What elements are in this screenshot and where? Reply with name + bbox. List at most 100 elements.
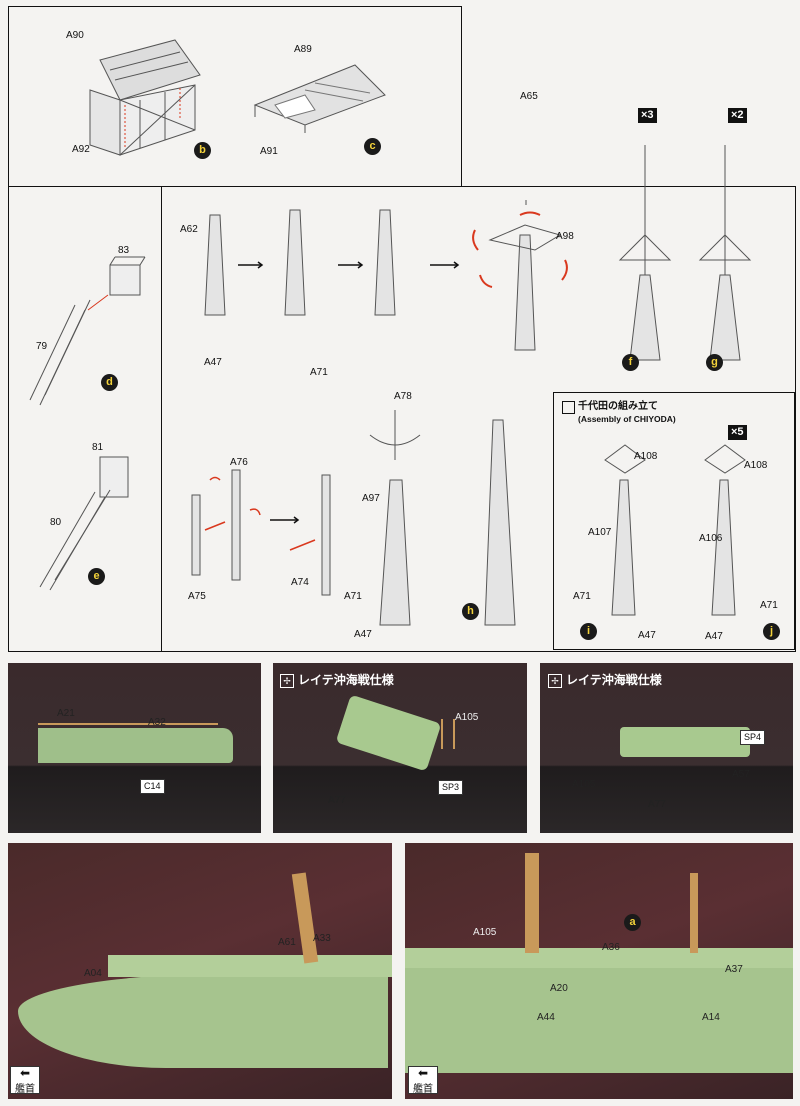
photo-sp4 — [540, 663, 793, 833]
sp4-model — [620, 727, 750, 757]
sp3-model — [335, 694, 442, 772]
step-i-badge: i — [580, 623, 597, 640]
chiyoda-header-icon — [562, 401, 575, 414]
label-a108-j: A108 — [744, 460, 768, 471]
photo3-label-a57: A57 — [732, 769, 750, 780]
deck-railing — [38, 723, 218, 731]
platform-b-drawing — [89, 39, 201, 156]
photo5-label-a44: A44 — [537, 1012, 555, 1023]
photo2-header: ✢ レイテ沖海戦仕様 — [280, 673, 394, 688]
label-a62: A62 — [180, 224, 198, 235]
bow-direction-left: ⬅ 艦首 — [10, 1066, 40, 1095]
label-a90: A90 — [66, 30, 84, 41]
mast-left — [291, 872, 319, 964]
hull-left — [18, 973, 388, 1068]
mast-right-1 — [525, 853, 539, 953]
photo-sp3 — [273, 663, 527, 833]
photo2-header-icon: ✢ — [280, 673, 294, 688]
mast-sequence-drawing — [204, 145, 752, 361]
label-a71-j: A71 — [760, 600, 778, 611]
label-a78: A78 — [394, 391, 412, 402]
platform-c-drawing — [253, 64, 386, 133]
photo5-label-a105: A105 — [473, 927, 497, 938]
flight-deck-left — [108, 955, 392, 977]
arrow-left-icon: ⬅ — [19, 1066, 31, 1080]
photo3-header-text: レイテ沖海戦仕様 — [566, 673, 662, 687]
photo5-label-a37: A37 — [725, 964, 743, 975]
label-80: 80 — [50, 517, 62, 528]
chiyoda-header-en: (Assembly of CHIYODA) — [578, 414, 676, 424]
bow-direction-right: ⬅ 艦首 — [408, 1066, 438, 1095]
step-f-badge: f — [622, 354, 639, 371]
photo4-label-a61: A61 — [278, 937, 296, 948]
photo-bow-left — [8, 843, 392, 1099]
photo1-label-a21: A21 — [57, 708, 75, 719]
photo2-header-text: レイテ沖海戦仕様 — [298, 673, 394, 687]
photo2-tag-sp3: SP3 — [438, 780, 464, 795]
label-a91: A91 — [260, 146, 278, 157]
label-83: 83 — [118, 245, 130, 256]
panel-chiyoda — [553, 392, 795, 650]
step-j-badge: j — [763, 623, 780, 640]
photo-bow-right — [405, 843, 793, 1099]
photo4-label-a33: A33 — [313, 933, 331, 944]
chiyoda-header-jp: 千代田の組み立て — [578, 401, 658, 412]
chiyoda-masts-drawing — [604, 444, 746, 616]
photo5-label-a20: A20 — [550, 983, 568, 994]
ladder-e-drawing — [39, 456, 129, 591]
bow-label-left: 艦首 — [15, 1084, 35, 1095]
step-a-badge: a — [624, 914, 641, 931]
label-a108-i: A108 — [634, 451, 658, 462]
photo3-header-icon: ✢ — [548, 673, 562, 688]
photo5-label-a36: A36 — [602, 942, 620, 953]
label-a65: A65 — [520, 91, 538, 102]
hull-right — [405, 963, 793, 1073]
sp3-ladder — [441, 719, 455, 749]
photo-deck-side — [8, 663, 261, 833]
label-a89: A89 — [294, 44, 312, 55]
chiyoda-multiplier: ×5 — [728, 425, 747, 440]
label-a71-h: A71 — [344, 591, 362, 602]
photo3-tag-sp4: SP4 — [740, 730, 766, 745]
label-a92: A92 — [72, 144, 90, 155]
panel-masts — [161, 186, 796, 652]
label-a76: A76 — [230, 457, 248, 468]
step-e-badge: e — [88, 568, 105, 585]
label-a106: A106 — [699, 533, 723, 544]
photo3-header: ✢ レイテ沖海戦仕様 — [548, 673, 662, 688]
deck-model — [38, 728, 233, 763]
label-a71-top: A71 — [310, 367, 328, 378]
step-c-badge: c — [364, 138, 381, 155]
label-79: 79 — [36, 341, 48, 352]
step-d-badge: d — [101, 374, 118, 391]
label-a74: A74 — [291, 577, 309, 588]
photo4-label-a04: A04 — [84, 968, 102, 979]
photo1-label-a32: A32 — [148, 717, 166, 728]
photo1-tag-c14: C14 — [140, 779, 165, 794]
step-b-badge: b — [194, 142, 211, 159]
label-a47-j: A47 — [705, 631, 723, 642]
label-81: 81 — [92, 442, 104, 453]
label-a97: A97 — [362, 493, 380, 504]
label-a75: A75 — [188, 591, 206, 602]
label-a107: A107 — [588, 527, 612, 538]
step-g-badge: g — [706, 354, 723, 371]
flight-deck-right — [405, 948, 793, 968]
label-a47-top: A47 — [204, 357, 222, 368]
photo5-label-a14: A14 — [702, 1012, 720, 1023]
label-a98: A98 — [556, 231, 574, 242]
arrow-left-icon-2: ⬅ — [417, 1066, 429, 1080]
photo2-label-a77: A77 — [328, 795, 346, 806]
photo3-label-a105: A105 — [572, 779, 596, 790]
ladder-d-drawing — [29, 256, 146, 406]
step-h-badge: h — [462, 603, 479, 620]
label-a47-h: A47 — [354, 629, 372, 640]
multiplier-g: ×2 — [728, 108, 747, 123]
mast-h-drawing — [191, 410, 516, 626]
mast-right-2 — [690, 873, 698, 953]
photo3-label-a77: A77 — [648, 799, 666, 810]
bow-label-right: 艦首 — [413, 1084, 433, 1095]
label-a71-i: A71 — [573, 591, 591, 602]
multiplier-f: ×3 — [638, 108, 657, 123]
photo2-label-a105: A105 — [455, 712, 479, 723]
